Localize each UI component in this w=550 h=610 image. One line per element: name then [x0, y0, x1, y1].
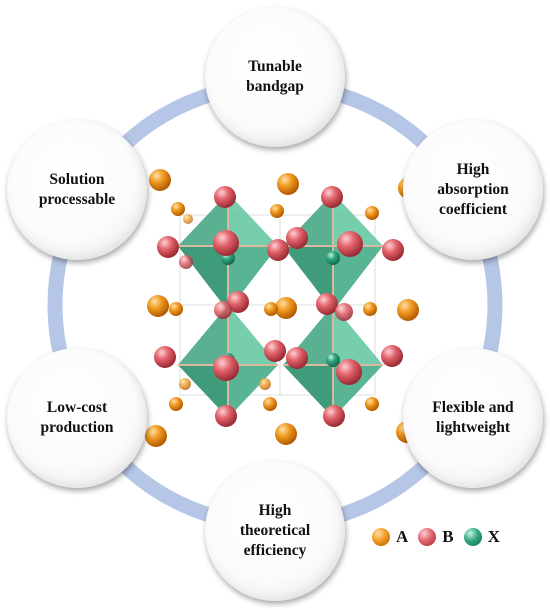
atom-b — [337, 231, 363, 257]
legend-swatch-a — [372, 528, 390, 546]
atom-x — [326, 353, 340, 367]
a-site-atoms — [145, 169, 420, 447]
b-site-atoms — [154, 186, 404, 427]
atom-b — [213, 355, 239, 381]
feature-bubble-high-theoretical-efficiency: High theoretical efficiency — [205, 461, 345, 601]
atom-b — [267, 239, 289, 261]
atom-a — [179, 378, 191, 390]
atom-b — [227, 291, 249, 313]
legend-label-a: A — [396, 527, 409, 546]
atom-b — [323, 405, 345, 427]
feature-label: Flexible and lightweight — [432, 398, 514, 436]
atom-b — [215, 405, 237, 427]
legend-item-b: B — [418, 527, 454, 547]
atom-b — [179, 255, 193, 269]
atom-b — [213, 230, 239, 256]
legend-swatch-x — [463, 528, 482, 546]
feature-label: Solution processable — [38, 170, 116, 208]
feature-bubble-low-cost-production: Low-cost production — [7, 348, 147, 488]
atom-a — [365, 397, 379, 411]
atom-b — [264, 340, 286, 362]
feature-bubble-solution-processable: Solution processable — [7, 120, 147, 260]
atom-a — [183, 214, 193, 224]
atom-b — [316, 293, 338, 315]
atom-a — [397, 299, 419, 321]
atom-a — [277, 173, 299, 195]
atom-b — [154, 346, 176, 368]
atom-b — [214, 301, 232, 319]
atom-a — [275, 423, 297, 445]
atom-a — [147, 295, 169, 317]
atom-b — [335, 303, 353, 321]
atom-b — [286, 347, 308, 369]
feature-label: Tunable bandgap — [246, 57, 304, 95]
feature-label: Low-cost production — [40, 398, 114, 436]
legend-swatch-b — [418, 528, 437, 546]
atom-b — [286, 227, 308, 249]
atom-a — [275, 297, 297, 319]
atom-legend: A B X — [372, 527, 510, 547]
atom-a — [363, 302, 377, 316]
atom-a — [264, 302, 278, 316]
atom-a — [263, 397, 277, 411]
atom-b — [336, 359, 362, 385]
legend-item-a: A — [372, 527, 408, 547]
atom-b — [321, 186, 343, 208]
legend-label-b: B — [442, 527, 454, 546]
atom-a — [169, 302, 183, 316]
atom-a — [145, 425, 167, 447]
atom-a — [149, 169, 171, 191]
feature-bubble-tunable-bandgap: Tunable bandgap — [205, 7, 345, 147]
atom-b — [214, 186, 236, 208]
atom-a — [270, 204, 284, 218]
atom-x — [326, 251, 340, 265]
legend-item-x: X — [463, 527, 500, 547]
atom-b — [157, 236, 179, 258]
feature-bubble-flexible-and-lightweight: Flexible and lightweight — [403, 348, 543, 488]
feature-label: High theoretical efficiency — [239, 501, 311, 560]
atom-a — [169, 397, 183, 411]
atom-a — [365, 206, 379, 220]
legend-label-x: X — [487, 527, 500, 546]
atom-b — [381, 345, 403, 367]
feature-bubble-high-absorption-coefficient: High absorption coefficient — [403, 120, 543, 260]
atom-a — [259, 378, 271, 390]
atom-b — [382, 239, 404, 261]
atom-a — [171, 202, 185, 216]
feature-label: High absorption coefficient — [437, 160, 509, 219]
